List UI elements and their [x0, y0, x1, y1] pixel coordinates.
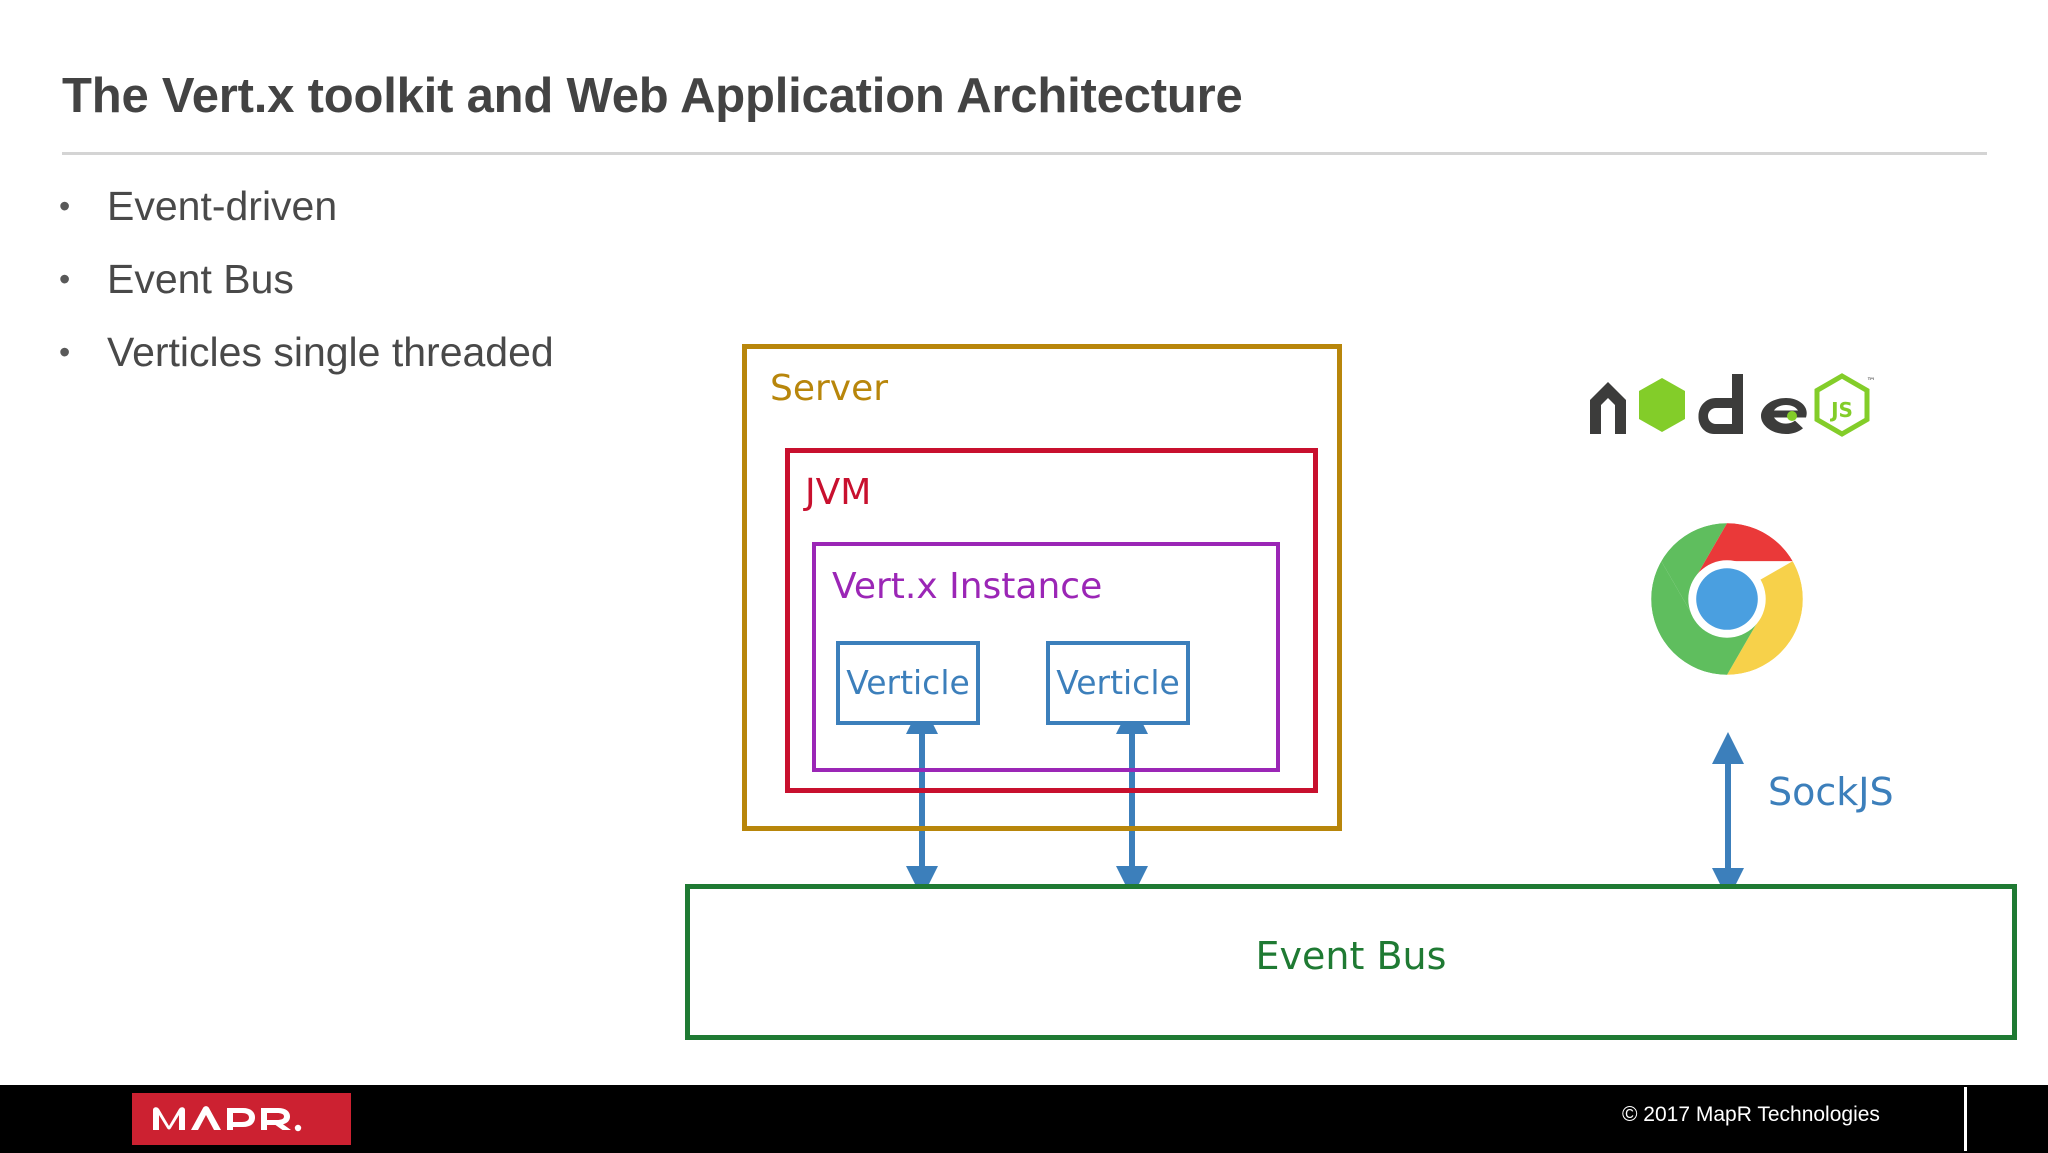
bullet-marker-icon: •	[59, 261, 71, 297]
verticle-box-1: Verticle	[836, 641, 980, 725]
verticle-label: Verticle	[1056, 663, 1180, 702]
list-item: • Event-driven	[55, 182, 695, 255]
verticle-label: Verticle	[846, 663, 970, 702]
list-item: • Verticles single threaded	[55, 328, 695, 401]
architecture-diagram: Server JVM Vert.x Instance Verticle Vert…	[685, 344, 2017, 1040]
list-item: • Event Bus	[55, 255, 695, 328]
node-js-logo: JS ™	[1590, 373, 1876, 437]
bullet-label: Event-driven	[107, 183, 338, 229]
page-title: The Vert.x toolkit and Web Application A…	[62, 69, 1243, 123]
vertx-instance-label: Vert.x Instance	[832, 566, 1103, 607]
sockjs-label: SockJS	[1768, 770, 1894, 814]
jvm-boundary-box	[785, 448, 1318, 793]
mapr-logo	[132, 1093, 351, 1145]
server-label: Server	[770, 368, 889, 409]
google-chrome-logo	[1651, 523, 1803, 675]
bullet-label: Event Bus	[107, 256, 294, 302]
footer-divider	[1964, 1087, 1967, 1151]
vertx-instance-boundary-box	[812, 542, 1280, 772]
server-boundary-box	[742, 344, 1342, 831]
arrow-sockjs-browser-to-eventbus	[1712, 732, 1744, 900]
copyright-text: © 2017 MapR Technologies	[1622, 1103, 1880, 1126]
event-bus-label: Event Bus	[1255, 934, 1447, 978]
svg-text:™: ™	[1867, 377, 1876, 387]
bullet-marker-icon: •	[59, 334, 71, 370]
bullet-marker-icon: •	[59, 188, 71, 224]
svg-text:JS: JS	[1829, 398, 1853, 422]
bullet-list: • Event-driven • Event Bus • Verticles s…	[55, 182, 695, 401]
bullet-label: Verticles single threaded	[107, 329, 554, 375]
jvm-label: JVM	[805, 472, 872, 513]
mapr-wordmark	[152, 1106, 301, 1132]
title-divider	[62, 152, 1987, 155]
event-bus-box: Event Bus	[685, 884, 2017, 1040]
verticle-box-2: Verticle	[1046, 641, 1190, 725]
